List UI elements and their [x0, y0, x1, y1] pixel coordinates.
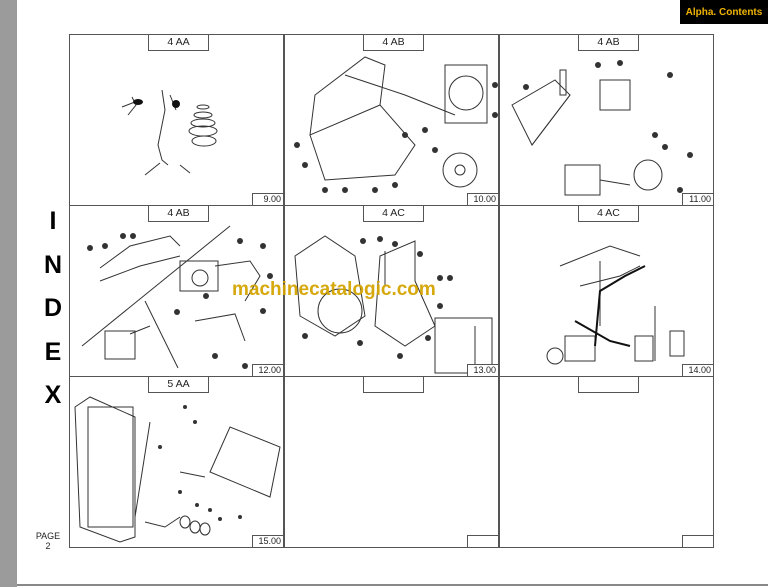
page-ref: 15.00 — [252, 535, 283, 547]
section-tab: 4 AC — [363, 206, 424, 222]
page-ref: 13.00 — [467, 364, 498, 376]
section-tab — [578, 377, 639, 393]
index-letter: N — [43, 250, 63, 279]
page-ref: 9.00 — [252, 193, 283, 205]
index-letter: E — [44, 337, 62, 366]
left-gutter — [0, 0, 17, 587]
section-tab: 4 AB — [578, 35, 639, 51]
index-cell-4ab-10[interactable]: 4 AB 10.00 — [284, 34, 499, 206]
pedal-control-linkage-icon — [121, 89, 218, 176]
section-tab: 4 AA — [148, 35, 209, 51]
bottom-rule — [17, 584, 768, 586]
page-ref — [682, 535, 713, 547]
section-tab: 4 AB — [148, 206, 209, 222]
page-ref: 11.00 — [682, 193, 713, 205]
mast-frame-carriage-icon — [74, 396, 281, 543]
page-label: PAGE — [35, 531, 61, 541]
index-vertical-title: I N D E X — [38, 200, 68, 418]
index-cell-empty — [499, 376, 714, 548]
index-cell-empty — [284, 376, 499, 548]
section-tab: 5 AA — [148, 377, 209, 393]
engine-air-cleaner-icon — [294, 235, 493, 374]
index-letter: X — [44, 381, 62, 409]
index-cell-4ab-12[interactable]: 4 AB 12.00 — [69, 205, 284, 377]
section-tab: 4 AC — [578, 206, 639, 222]
page-ref: 10.00 — [467, 193, 498, 205]
alpha-contents-button[interactable]: Alpha. Contents — [680, 0, 768, 24]
section-tab — [363, 377, 424, 393]
page-ref: 14.00 — [682, 364, 713, 376]
index-cell-4ab-11[interactable]: 4 AB 11.00 — [499, 34, 714, 206]
engine-radiator-exploded-icon — [294, 56, 498, 193]
index-cell-4aa-9[interactable]: 4 AA 9.00 — [69, 34, 284, 206]
page-number: 2 — [45, 541, 51, 551]
hydraulic-lines-pump-icon — [81, 225, 273, 369]
index-cell-4ac-13[interactable]: 4 AC 13.00 — [284, 205, 499, 377]
index-letter: D — [43, 294, 63, 322]
page-indicator: PAGE 2 — [30, 531, 66, 551]
section-tab: 4 AB — [363, 35, 424, 51]
index-cell-4ac-14[interactable]: 4 AC 14.00 — [499, 205, 714, 377]
index-cell-5aa-15[interactable]: 5 AA 15.00 — [69, 376, 284, 548]
page-ref: 12.00 — [252, 364, 283, 376]
index-grid: 4 AA 9.00 4 AB 10.00 — [69, 34, 714, 550]
hydraulic-tank-pump-icon — [511, 60, 693, 196]
fuel-injection-system-icon — [546, 245, 685, 365]
index-letter: I — [49, 207, 57, 235]
page-ref — [467, 535, 498, 547]
